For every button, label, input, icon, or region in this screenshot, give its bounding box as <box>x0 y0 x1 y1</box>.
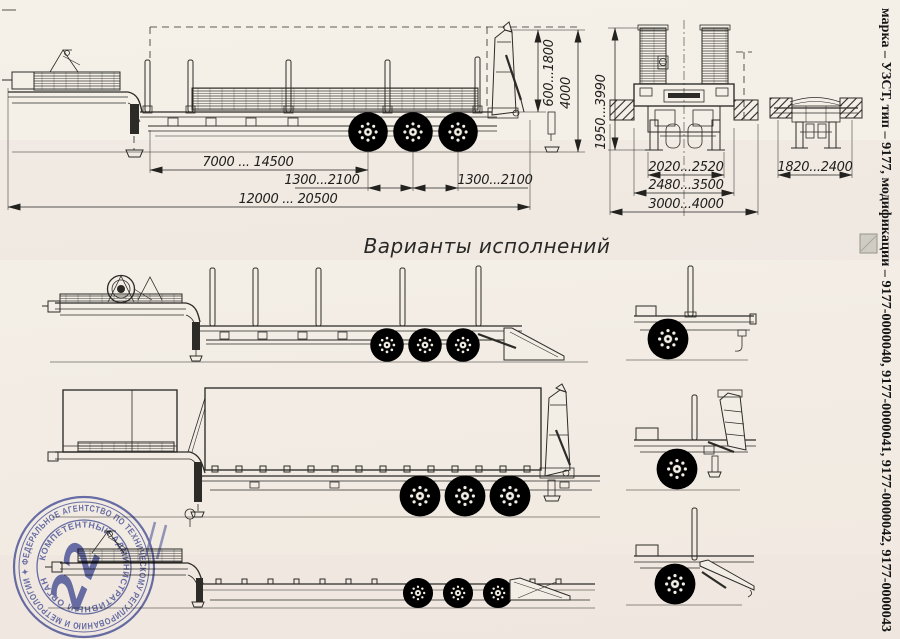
main-side-view-drawing <box>2 9 585 158</box>
dim-label-overall-length: 12000 ... 20500 <box>239 192 338 207</box>
dim-label-axle-spacing-right: 1300...2100 <box>457 173 532 188</box>
main-rear-view-dimensions: 1950...3990 2020...2520 2480...3500 3000… <box>594 27 759 216</box>
dim-label-axle-spacing-left: 1300...2100 <box>284 173 359 188</box>
variants-title: Варианты исполнений <box>364 234 611 258</box>
dim-label-end-overall-width: 1820...2400 <box>777 160 852 175</box>
dim-label-frame-width: 2480...3500 <box>648 178 723 193</box>
dim-label-platform-length: 7000 ... 14500 <box>203 155 294 170</box>
variant-3-axle-detail-drawing <box>626 507 755 611</box>
end-view-drawing <box>769 97 863 149</box>
tarp-hooks <box>211 465 531 473</box>
certification-stamp: ФЕДЕРАЛЬНОЕ АГЕНТСТВО ПО ТЕХНИЧЕСКОМУ РЕ… <box>12 495 168 639</box>
scan-artifact-box <box>859 233 878 254</box>
variant-2-axle-detail-drawing <box>626 389 756 496</box>
main-side-view-dimensions: 600...1800 4000 7000 ... 14500 1300...21… <box>7 29 585 211</box>
dim-label-rear-overall-height: 1950...3990 <box>594 74 609 149</box>
side-note-text: марка – УЗСТ, тип – 9177, модификации – … <box>878 8 893 632</box>
variant-1-side-view-drawing <box>42 265 588 367</box>
dim-label-overall-height: 4000 <box>559 77 574 109</box>
variant-2-side-view-drawing <box>47 383 600 523</box>
dim-label-rear-overall-width: 3000...4000 <box>648 197 723 212</box>
dim-label-track-width: 2020...2520 <box>648 160 723 175</box>
stamp-signature-marks <box>144 521 168 560</box>
variant-1-axle-detail-drawing <box>626 265 757 366</box>
dim-label-ramp-height: 600...1800 <box>542 39 557 106</box>
end-view-dimensions: 1820...2400 <box>777 120 853 179</box>
